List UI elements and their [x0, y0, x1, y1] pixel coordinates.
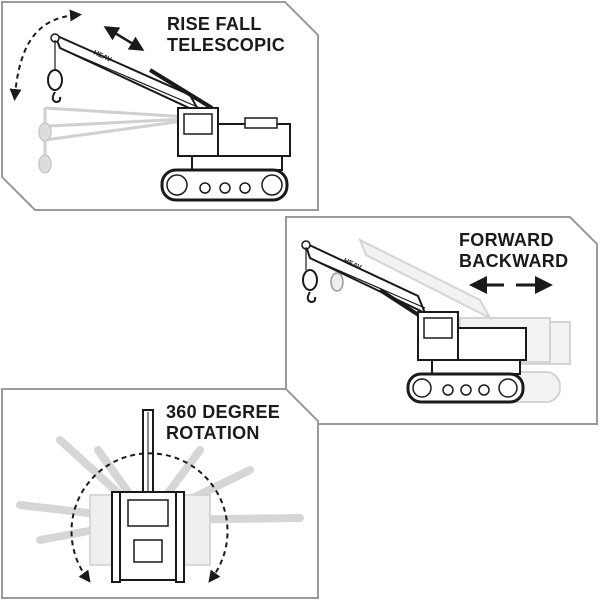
panel-3-title: 360 DEGREE ROTATION — [166, 402, 280, 444]
rise-fall-arrow — [9, 9, 82, 101]
panel-2-title: FORWARD BACKWARD — [459, 230, 568, 272]
panel-2-crane: HEAV — [301, 237, 571, 404]
panel-2-title-line-2: BACKWARD — [459, 251, 569, 271]
panel-1-crane: HEAV — [38, 33, 291, 202]
panel-2-title-line-1: FORWARD — [459, 230, 554, 250]
telescopic-arrow — [103, 26, 145, 51]
panel-1-title: RISE FALL TELESCOPIC — [167, 14, 285, 56]
panel-3-crane — [16, 409, 304, 583]
rotation-arrow — [70, 452, 229, 583]
panel-3-title-line-1: 360 DEGREE — [166, 402, 281, 422]
panel-1-title-line-1: RISE FALL — [167, 14, 262, 34]
panel-3-title-line-2: ROTATION — [166, 423, 260, 443]
panel-1-title-line-2: TELESCOPIC — [167, 35, 286, 55]
